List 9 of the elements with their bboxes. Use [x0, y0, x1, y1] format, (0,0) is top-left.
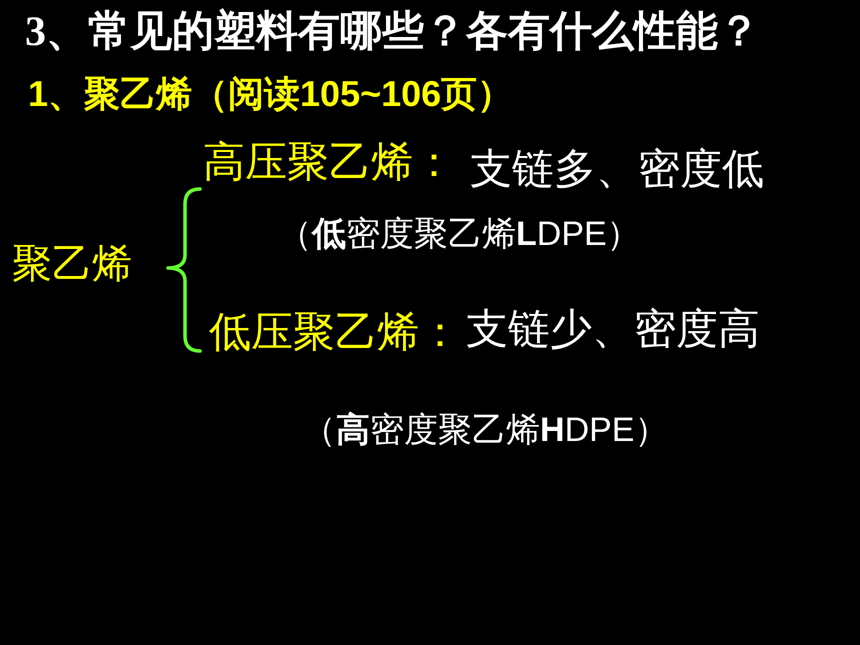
property-text: 支链少、密度高 — [466, 304, 760, 354]
branch-label: 高压聚乙烯： — [203, 137, 455, 187]
property-text: 支链多、密度低 — [470, 144, 764, 194]
note-text: （低密度聚乙烯LDPE） — [278, 214, 641, 255]
branch-label: 低压聚乙烯： — [209, 307, 461, 357]
note-text: （高密度聚乙烯HDPE） — [302, 410, 668, 451]
section-heading: 1、聚乙烯（阅读105~106页） — [28, 72, 514, 116]
slide-title: 3、常见的塑料有哪些？各有什么性能？ — [25, 7, 760, 57]
category-label: 聚乙烯 — [12, 241, 132, 288]
